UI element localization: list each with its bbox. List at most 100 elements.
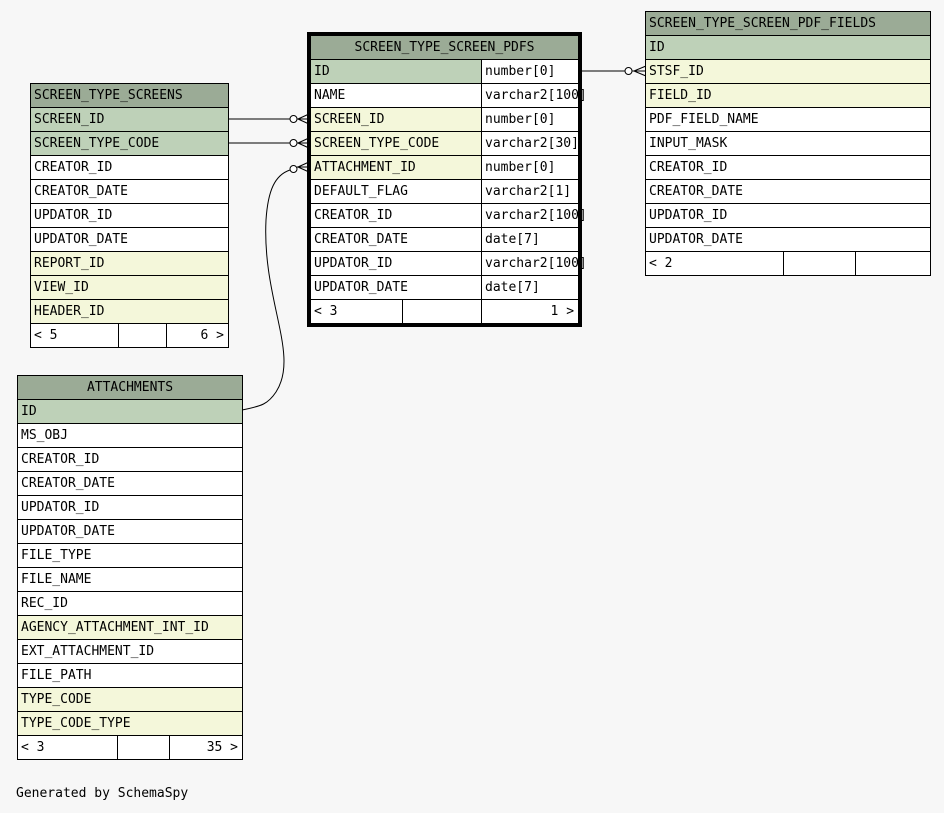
column-type: varchar2[100] — [480, 203, 587, 228]
table-row: UPDATOR_DATE — [17, 519, 243, 544]
column-name: SCREEN_ID — [30, 107, 229, 132]
column-name: TYPE_CODE_TYPE — [17, 711, 243, 736]
column-name: CREATOR_ID — [17, 447, 243, 472]
column-name: HEADER_ID — [30, 299, 229, 324]
relationship-attachment-id — [241, 161, 310, 411]
column-name: PDF_FIELD_NAME — [644, 107, 932, 132]
table-row: CREATOR_DATE — [17, 471, 243, 496]
table-row: UPDATOR_DATE — [30, 227, 229, 252]
table-row: TYPE_CODE — [17, 687, 243, 712]
table-row: CREATOR_ID — [30, 155, 229, 180]
column-name: DEFAULT_FLAG — [310, 179, 482, 204]
relationship-screen-id — [228, 113, 310, 125]
column-name: AGENCY_ATTACHMENT_INT_ID — [17, 615, 243, 640]
column-name: UPDATOR_DATE — [17, 519, 243, 544]
table-footer-left: < 5 — [30, 323, 119, 348]
table-row: CREATOR_DATE — [644, 179, 932, 204]
column-type: varchar2[30] — [480, 131, 580, 156]
column-type: number[0] — [480, 107, 580, 132]
column-name: CREATOR_DATE — [30, 179, 229, 204]
table-row: TYPE_CODE_TYPE — [17, 711, 243, 736]
column-type: varchar2[1] — [480, 179, 580, 204]
table-footer-right — [854, 251, 932, 276]
column-name: ID — [17, 399, 243, 424]
column-name: TYPE_CODE — [17, 687, 243, 712]
column-name: REC_ID — [17, 591, 243, 616]
column-name: ID — [310, 59, 482, 84]
generated-by-label: Generated by SchemaSpy — [16, 786, 189, 801]
column-name: UPDATOR_DATE — [30, 227, 229, 252]
table-footer-middle — [402, 299, 482, 324]
column-name: CREATOR_ID — [30, 155, 229, 180]
column-type: number[0] — [480, 155, 580, 180]
table-row: CREATOR_ID — [17, 447, 243, 472]
column-name: REPORT_ID — [30, 251, 229, 276]
table-row: REPORT_ID — [30, 251, 229, 276]
column-name: VIEW_ID — [30, 275, 229, 300]
table-footer-right: 35 > — [169, 735, 243, 760]
table-footer-middle — [118, 323, 167, 348]
column-name: CREATOR_ID — [644, 155, 932, 180]
column-type: varchar2[100] — [480, 83, 587, 108]
table-footer-middle — [117, 735, 170, 760]
column-name: MS_OBJ — [17, 423, 243, 448]
column-name: CREATOR_DATE — [310, 227, 482, 252]
column-name: NAME — [310, 83, 482, 108]
column-name: UPDATOR_ID — [30, 203, 229, 228]
column-name: ID — [644, 35, 932, 60]
column-name: SCREEN_ID — [310, 107, 482, 132]
table-title: SCREEN_TYPE_SCREENS — [30, 83, 229, 108]
column-name: UPDATOR_ID — [644, 203, 932, 228]
table-row: FILE_NAME — [17, 567, 243, 592]
column-name: CREATOR_DATE — [644, 179, 932, 204]
table-title: ATTACHMENTS — [17, 375, 243, 400]
table-row: ID — [644, 35, 932, 60]
table-footer-left: < 3 — [17, 735, 118, 760]
column-type: date[7] — [480, 275, 580, 300]
table-footer-left: < 3 — [310, 299, 403, 324]
table-row: UPDATOR_ID — [644, 203, 932, 228]
column-name: UPDATOR_ID — [310, 251, 482, 276]
column-name: FILE_TYPE — [17, 543, 243, 568]
table-row: SCREEN_ID — [30, 107, 229, 132]
column-type: varchar2[100] — [480, 251, 587, 276]
table-row: PDF_FIELD_NAME — [644, 107, 932, 132]
relationship-screen-type-code — [228, 137, 310, 149]
table-footer-right: 1 > — [480, 299, 580, 324]
column-name: FILE_PATH — [17, 663, 243, 688]
table-row: VIEW_ID — [30, 275, 229, 300]
table-row: MS_OBJ — [17, 423, 243, 448]
column-name: CREATOR_ID — [310, 203, 482, 228]
table-footer-middle — [783, 251, 856, 276]
table-row: EXT_ATTACHMENT_ID — [17, 639, 243, 664]
table-row: CREATOR_ID — [644, 155, 932, 180]
column-name: CREATOR_DATE — [17, 471, 243, 496]
table-row: FILE_TYPE — [17, 543, 243, 568]
column-name: UPDATOR_ID — [17, 495, 243, 520]
column-name: FILE_NAME — [17, 567, 243, 592]
table-footer-left: < 2 — [645, 251, 784, 276]
table-row: FIELD_ID — [644, 83, 932, 108]
column-name: STSF_ID — [644, 59, 932, 84]
column-type: number[0] — [480, 59, 580, 84]
table-row: FILE_PATH — [17, 663, 243, 688]
column-name: FIELD_ID — [644, 83, 932, 108]
column-name: SCREEN_TYPE_CODE — [310, 131, 482, 156]
table-row: UPDATOR_ID — [17, 495, 243, 520]
table-row: INPUT_MASK — [644, 131, 932, 156]
table-row: STSF_ID — [644, 59, 932, 84]
